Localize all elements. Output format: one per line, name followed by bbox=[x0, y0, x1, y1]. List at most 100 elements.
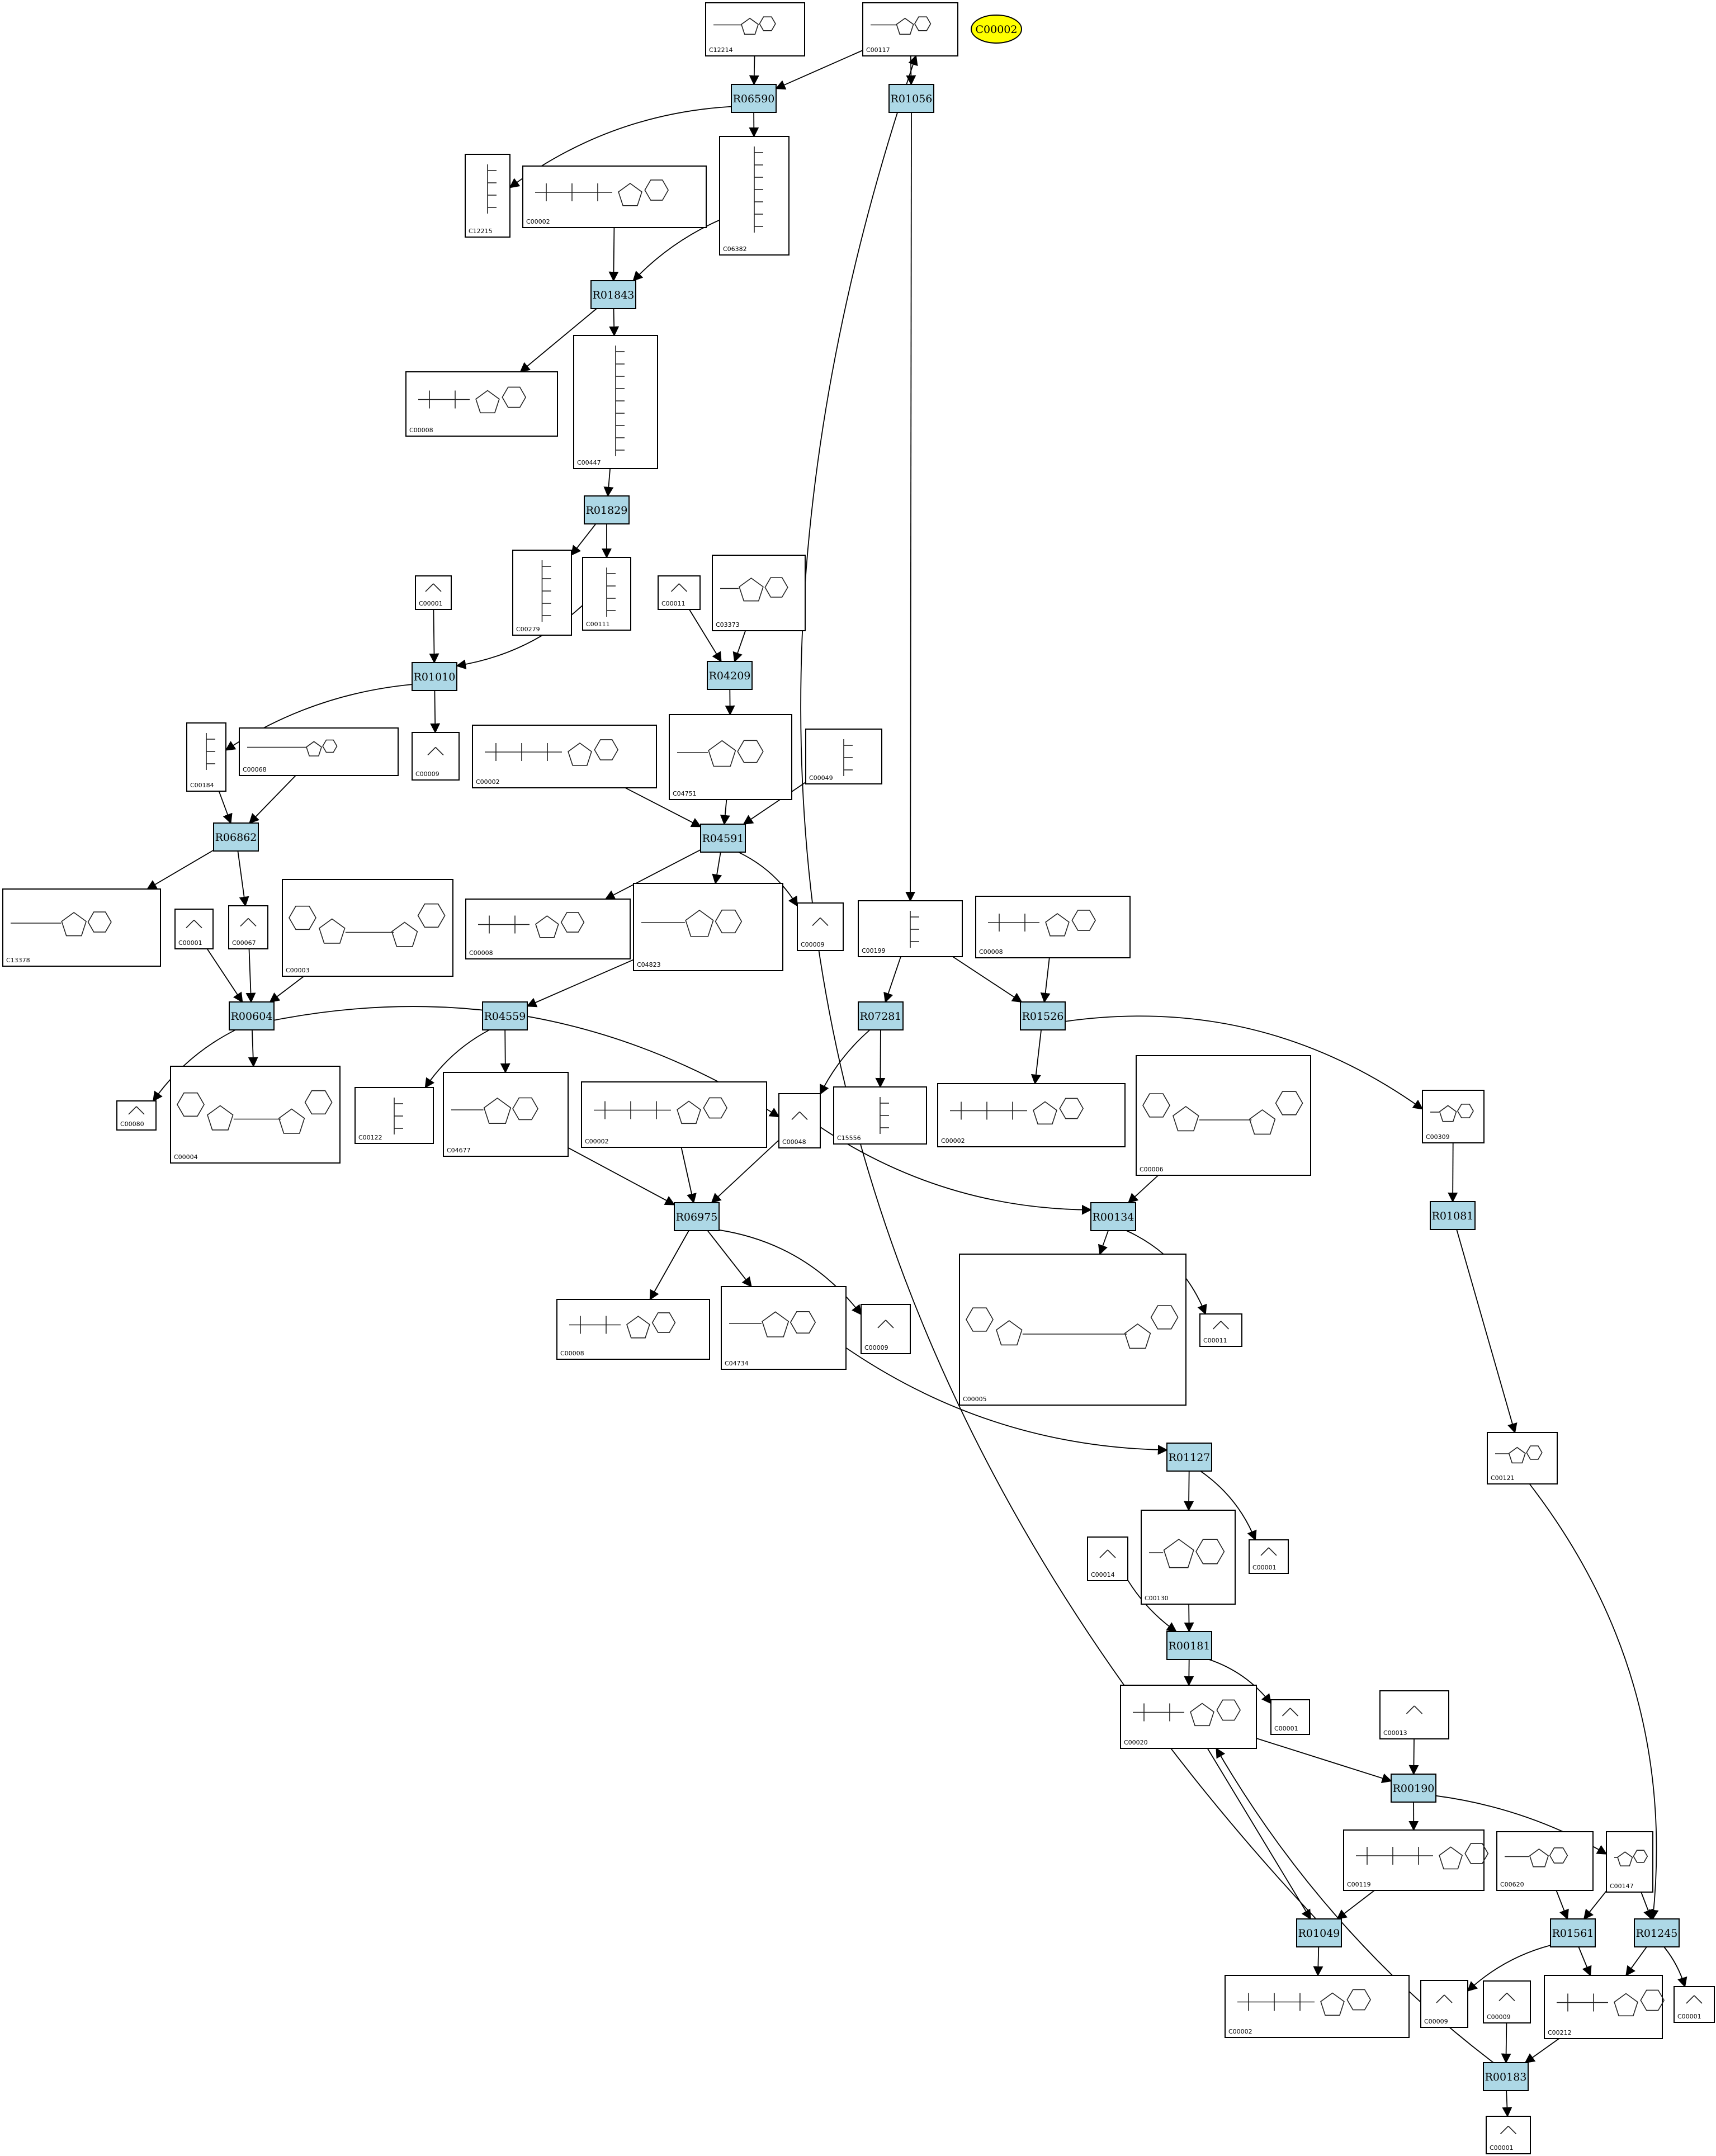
reaction-node[interactable]: R01056 bbox=[888, 84, 934, 113]
pathway-edge bbox=[720, 799, 730, 825]
compound-node[interactable]: C00014 bbox=[1087, 1536, 1128, 1581]
compound-node[interactable]: C04734 bbox=[721, 1286, 847, 1370]
compound-node[interactable]: C00447 bbox=[573, 335, 658, 469]
reaction-node[interactable]: R01081 bbox=[1430, 1201, 1476, 1230]
reaction-node[interactable]: R00183 bbox=[1483, 2062, 1529, 2091]
compound-node[interactable]: C00184 bbox=[186, 722, 226, 792]
compound-node[interactable]: C00013 bbox=[1379, 1690, 1449, 1739]
reaction-node[interactable]: R01561 bbox=[1550, 1918, 1596, 1947]
reaction-node[interactable]: R01127 bbox=[1166, 1443, 1212, 1472]
reaction-node[interactable]: R01010 bbox=[412, 662, 457, 691]
pathway-edge bbox=[775, 50, 863, 90]
pathway-edge bbox=[875, 1029, 886, 1088]
compound-node[interactable]: C00002 bbox=[581, 1081, 767, 1148]
compound-box bbox=[239, 727, 399, 776]
compound-node[interactable]: C00002 bbox=[937, 1083, 1126, 1147]
compound-node[interactable]: C00117 bbox=[862, 2, 958, 56]
compound-node[interactable]: C00122 bbox=[354, 1087, 434, 1144]
reaction-node[interactable]: R06590 bbox=[731, 84, 777, 113]
compound-node[interactable]: C00001 bbox=[174, 909, 214, 949]
compound-node[interactable]: C04823 bbox=[633, 883, 783, 971]
compound-node[interactable]: C00001 bbox=[1270, 1699, 1310, 1735]
reaction-node[interactable]: R04209 bbox=[707, 661, 753, 690]
compound-node[interactable]: C00002 bbox=[522, 166, 707, 228]
compound-node[interactable]: C00212 bbox=[1544, 1975, 1665, 2039]
compound-node[interactable]: C00008 bbox=[405, 371, 558, 437]
compound-node[interactable]: C00002 bbox=[1225, 1975, 1410, 2038]
compound-node[interactable]: C00048 bbox=[778, 1093, 821, 1148]
compound-box bbox=[705, 2, 805, 56]
compound-node[interactable]: C00067 bbox=[228, 905, 268, 949]
pathway-edge bbox=[1256, 1738, 1392, 1783]
compound-node[interactable]: C00001 bbox=[1674, 1986, 1715, 2023]
compound-box bbox=[1486, 2116, 1531, 2154]
compound-node[interactable]: C00080 bbox=[116, 1100, 157, 1131]
compound-node[interactable]: C00001 bbox=[415, 575, 452, 610]
compound-node[interactable]: C12215 bbox=[465, 154, 510, 238]
compound-node[interactable]: C00005 bbox=[959, 1254, 1186, 1406]
compound-node[interactable]: C00020 bbox=[1120, 1685, 1257, 1749]
pathway-edge bbox=[237, 850, 249, 907]
pathway-edge bbox=[608, 227, 619, 282]
reaction-box bbox=[1166, 1443, 1212, 1472]
compound-id-label: C00008 bbox=[469, 949, 493, 957]
compound-node[interactable]: C00279 bbox=[512, 550, 572, 636]
compound-id-label: C00001 bbox=[419, 600, 443, 607]
compound-node[interactable]: C03373 bbox=[712, 555, 806, 631]
compound-node[interactable]: C00009 bbox=[1420, 1980, 1468, 2028]
compound-node[interactable]: C00111 bbox=[582, 557, 631, 631]
compound-node[interactable]: C00001 bbox=[1249, 1539, 1289, 1574]
reaction-node[interactable]: R01843 bbox=[590, 280, 636, 309]
compound-node[interactable]: C00147 bbox=[1606, 1831, 1653, 1893]
compound-node[interactable]: C00006 bbox=[1136, 1055, 1311, 1176]
compound-node[interactable]: C00001 bbox=[1486, 2116, 1531, 2154]
compound-node[interactable]: C04751 bbox=[669, 714, 792, 800]
highlight-node[interactable]: C00002 bbox=[971, 15, 1022, 44]
compound-node[interactable]: C00309 bbox=[1422, 1090, 1485, 1143]
compound-node[interactable]: C00011 bbox=[1199, 1313, 1242, 1347]
compound-node[interactable]: C00068 bbox=[239, 727, 399, 776]
reaction-node[interactable]: R04591 bbox=[700, 824, 746, 853]
reaction-node[interactable]: R04559 bbox=[482, 1001, 528, 1030]
compound-node[interactable]: C00121 bbox=[1487, 1432, 1558, 1484]
compound-id-label: C04751 bbox=[673, 790, 697, 797]
reaction-node[interactable]: R00181 bbox=[1166, 1631, 1212, 1660]
reaction-node[interactable]: R07281 bbox=[858, 1001, 904, 1030]
compound-node[interactable]: C00009 bbox=[861, 1304, 911, 1354]
compound-box bbox=[556, 1299, 710, 1360]
reaction-node[interactable]: R00604 bbox=[229, 1001, 275, 1030]
reaction-node[interactable]: R01245 bbox=[1634, 1918, 1680, 1947]
compound-node[interactable]: C00003 bbox=[282, 879, 453, 977]
compound-node[interactable]: C00009 bbox=[412, 732, 460, 781]
compound-node[interactable]: C06382 bbox=[719, 136, 790, 256]
pathway-edge bbox=[604, 849, 701, 900]
compound-node[interactable]: C00008 bbox=[465, 899, 631, 959]
compound-node[interactable]: C00119 bbox=[1343, 1829, 1489, 1891]
reaction-node[interactable]: R06862 bbox=[213, 822, 259, 852]
compound-id-label: C04677 bbox=[447, 1147, 471, 1154]
compound-node[interactable]: C13378 bbox=[2, 888, 161, 967]
compound-node[interactable]: C00004 bbox=[170, 1066, 341, 1164]
compound-node[interactable]: C00009 bbox=[1483, 1980, 1531, 2023]
compound-node[interactable]: C00130 bbox=[1141, 1510, 1236, 1605]
reaction-id-label: R01561 bbox=[1552, 1927, 1594, 1940]
reaction-node[interactable]: R01049 bbox=[1296, 1918, 1342, 1947]
reaction-node[interactable]: R06975 bbox=[674, 1202, 720, 1231]
pathway-edge bbox=[568, 1147, 675, 1205]
reaction-node[interactable]: R01526 bbox=[1020, 1001, 1066, 1030]
compound-node[interactable]: C00002 bbox=[472, 725, 657, 788]
compound-node[interactable]: C04677 bbox=[443, 1072, 569, 1157]
reaction-node[interactable]: R00134 bbox=[1090, 1202, 1136, 1231]
compound-node[interactable]: C15556 bbox=[833, 1086, 927, 1145]
compound-node[interactable]: C00009 bbox=[797, 902, 844, 951]
reaction-node[interactable]: R00190 bbox=[1391, 1774, 1436, 1803]
compound-node[interactable]: C00049 bbox=[805, 729, 882, 784]
compound-box bbox=[174, 909, 214, 949]
compound-node[interactable]: C00199 bbox=[858, 900, 963, 957]
compound-node[interactable]: C00011 bbox=[658, 575, 701, 610]
compound-node[interactable]: C00620 bbox=[1496, 1831, 1594, 1891]
compound-node[interactable]: C00008 bbox=[975, 896, 1131, 958]
compound-node[interactable]: C12214 bbox=[705, 2, 805, 56]
compound-node[interactable]: C00008 bbox=[556, 1299, 710, 1360]
reaction-node[interactable]: R01829 bbox=[584, 495, 630, 524]
